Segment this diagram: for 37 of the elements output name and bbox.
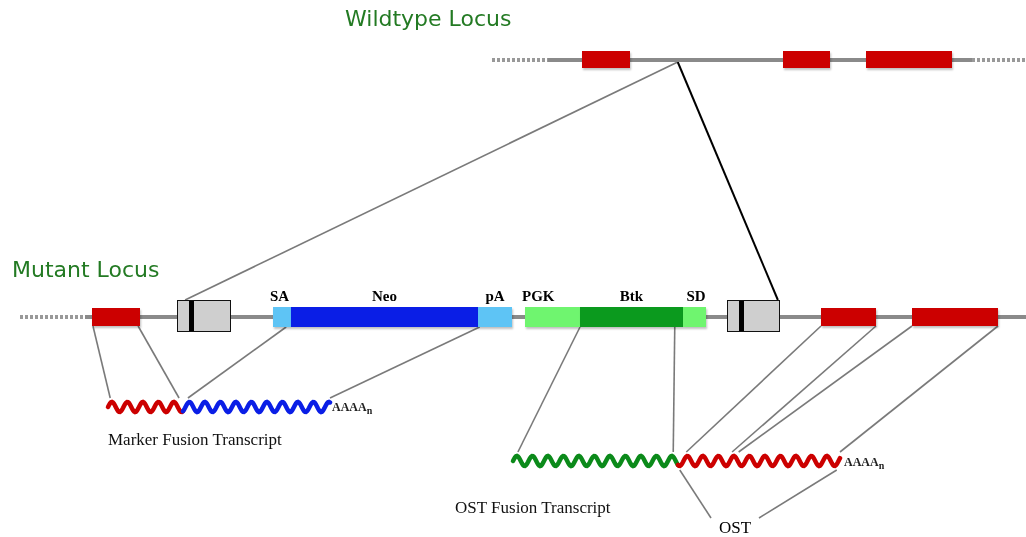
exon-box [912, 308, 998, 326]
mapping-line [676, 61, 779, 301]
segment-label: Btk [618, 287, 645, 305]
transcript-caption: OST Fusion Transcript [455, 498, 611, 518]
mapping-line [678, 469, 712, 519]
mapping-line [839, 325, 999, 453]
mapping-line [184, 61, 679, 301]
mapping-line [92, 325, 111, 399]
exon-box [783, 51, 830, 68]
segment-label: SD [685, 287, 707, 305]
exon-box [821, 308, 876, 326]
marker-transcript-wave [108, 398, 330, 416]
mapping-line [731, 325, 877, 453]
polya-tail-label: AAAA$_{n}$ [844, 455, 885, 472]
mapping-line [517, 326, 581, 453]
transcript-caption: Marker Fusion Transcript [108, 430, 282, 450]
exon-box [92, 308, 140, 326]
locus-title: Wildtype Locus [345, 6, 512, 31]
segment-label: SA [268, 287, 291, 305]
mapping-line [737, 325, 913, 453]
segment-label: pA [484, 287, 506, 305]
target-site-box [177, 300, 231, 332]
mapping-line [137, 325, 180, 399]
locus-title: Mutant Locus [12, 257, 160, 282]
ost-label: OST [711, 518, 759, 537]
polya-tail-label: AAAA$_{n}$ [332, 400, 373, 417]
exon-box [582, 51, 630, 68]
exon-box [866, 51, 952, 68]
mapping-line [758, 469, 838, 519]
mapping-line [187, 326, 287, 399]
target-site-box [727, 300, 780, 332]
segment-label: Neo [371, 287, 398, 305]
mapping-line [672, 326, 676, 453]
mapping-line [329, 326, 481, 399]
ost-transcript-wave [513, 452, 840, 470]
mapping-line [685, 325, 822, 453]
segment-label: PGK [522, 287, 555, 305]
